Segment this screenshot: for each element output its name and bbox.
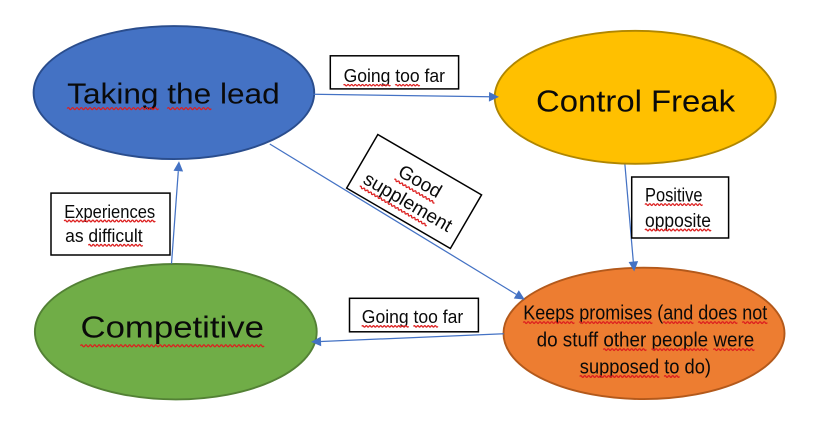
svg-text:opposite: opposite xyxy=(645,211,711,232)
svg-text:Experiences: Experiences xyxy=(64,202,155,222)
svg-text:do stuff other people were: do stuff other people were xyxy=(537,329,755,351)
svg-text:Keeps promises (and does not: Keeps promises (and does not xyxy=(523,303,767,325)
svg-text:Going too far: Going too far xyxy=(344,65,445,86)
svg-text:Positive: Positive xyxy=(645,185,703,206)
svg-text:supposed to do): supposed to do) xyxy=(580,356,711,378)
svg-text:as difficult: as difficult xyxy=(65,226,143,246)
svg-text:Taking the lead: Taking the lead xyxy=(67,78,280,110)
svg-text:Competitive: Competitive xyxy=(81,309,265,344)
svg-text:Control Freak: Control Freak xyxy=(536,85,736,119)
svg-text:Going too far: Going too far xyxy=(362,306,463,327)
